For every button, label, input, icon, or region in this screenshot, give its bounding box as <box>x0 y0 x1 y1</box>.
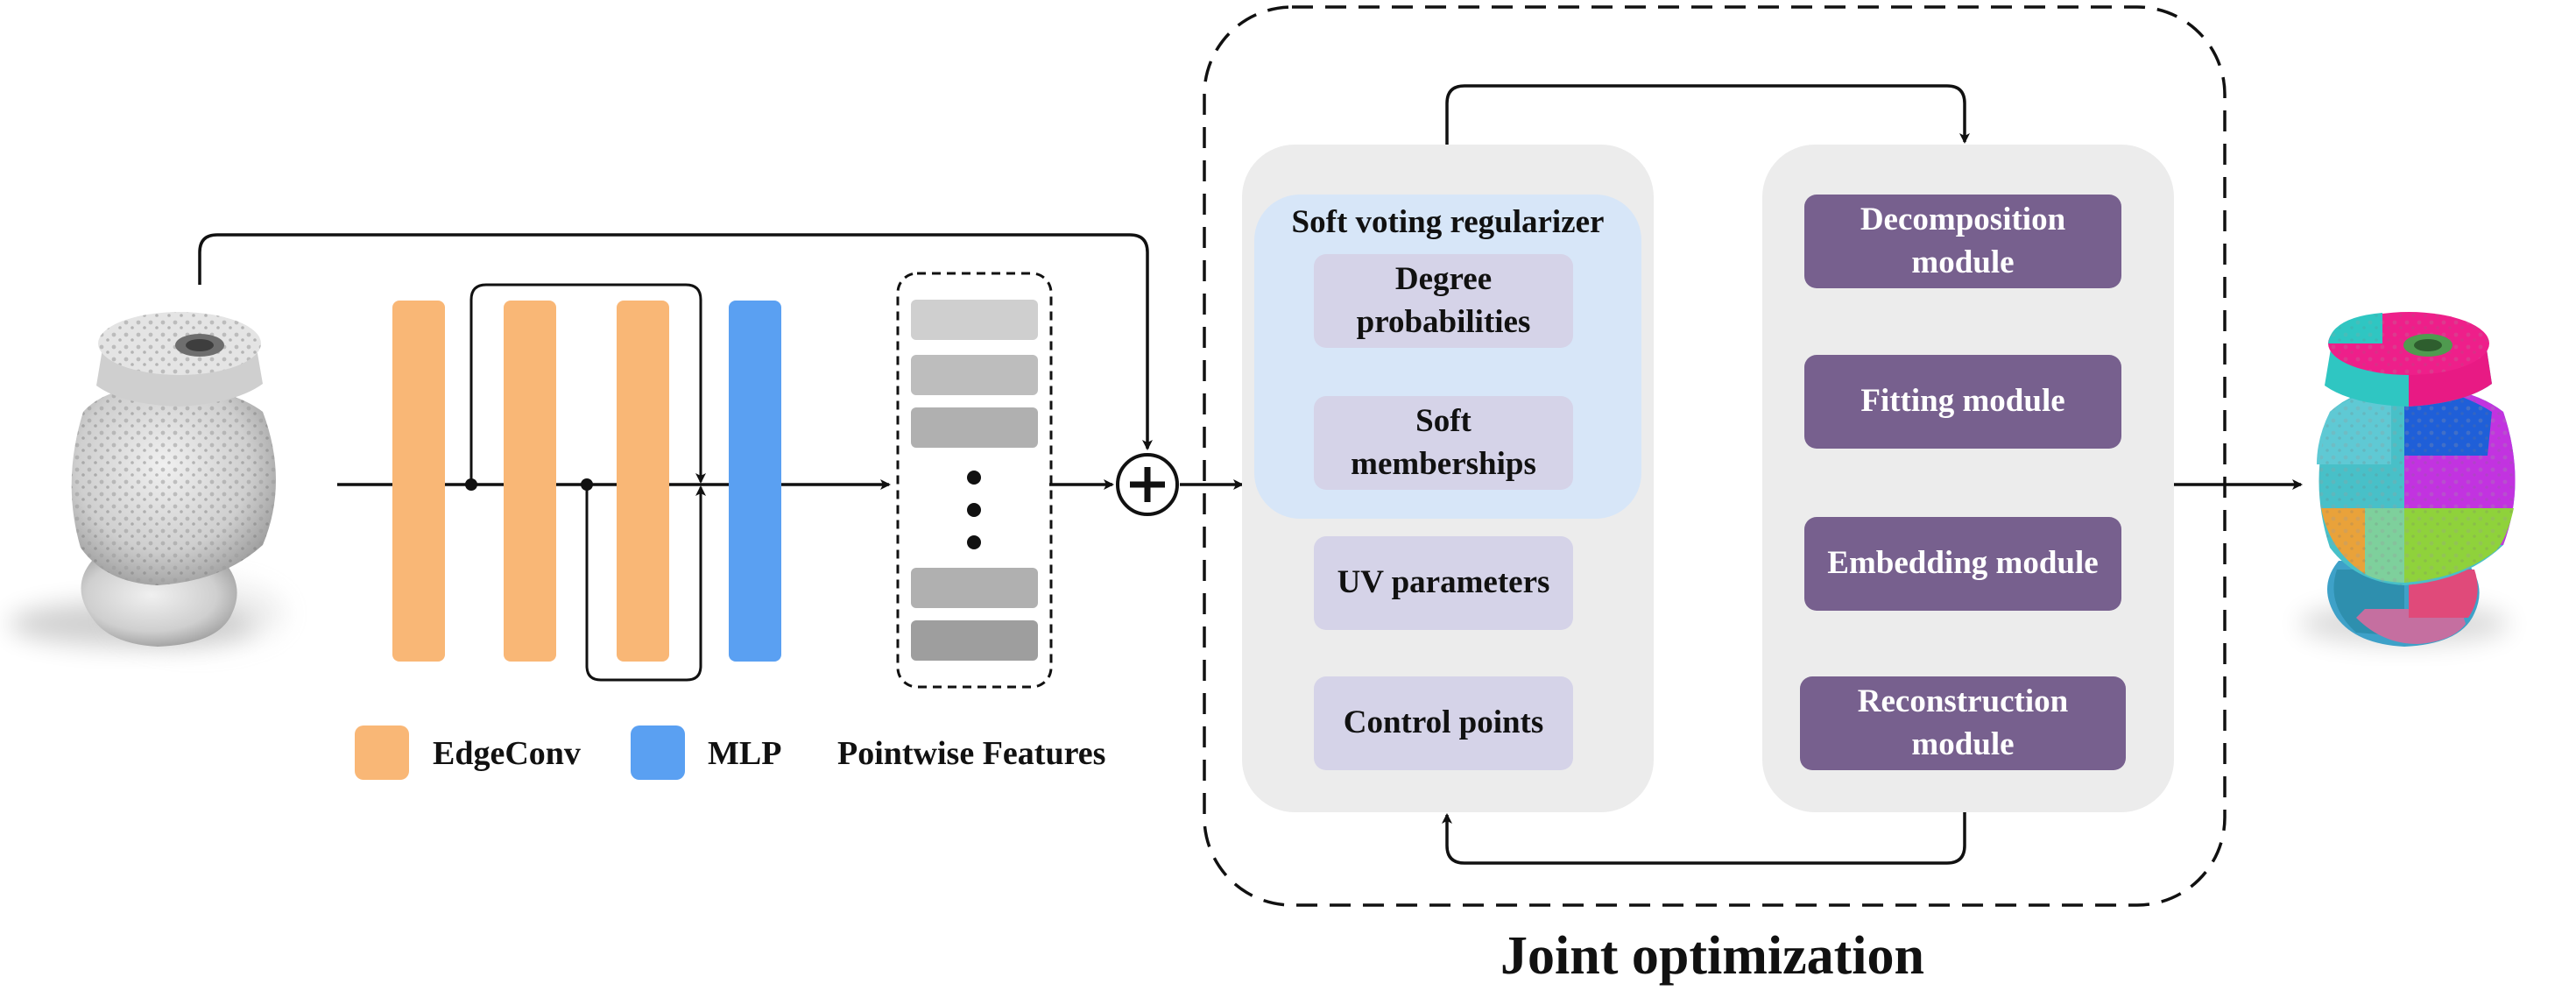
reconstruction-module-box <box>1800 676 2126 770</box>
degree-probabilities-box <box>1314 254 1573 348</box>
fitting-module-label: Fitting module <box>1860 383 2065 420</box>
legend-edgeconv-label: EdgeConv <box>433 735 581 772</box>
branch-dot-2 <box>581 478 593 491</box>
edgeconv-layer-2 <box>504 301 556 662</box>
ellipsis-dot <box>967 535 981 549</box>
legend-edgeconv-swatch <box>355 725 409 780</box>
fitting-module-box <box>1804 355 2121 449</box>
modules-to-params-arrow <box>1442 812 1966 865</box>
soft-memberships-box <box>1314 396 1573 490</box>
soft-voting-regularizer-title: Soft voting regularizer <box>1291 203 1605 240</box>
feature-row <box>911 620 1038 661</box>
joint-optimization-boundary <box>1203 5 2227 907</box>
feature-row <box>911 355 1038 395</box>
feature-row <box>911 568 1038 608</box>
ellipsis-dot <box>967 471 981 485</box>
edgeconv-layer-1 <box>392 301 445 662</box>
circled-plus-icon <box>1116 453 1179 516</box>
params-to-modules-arrow <box>1445 84 1970 145</box>
control-points-box <box>1314 676 1573 770</box>
feature-row <box>911 300 1038 340</box>
pointwise-features-stack <box>896 272 1053 689</box>
uv-parameters-box <box>1314 536 1573 630</box>
joint-optimization-title: Joint optimization <box>1500 926 1924 987</box>
branch-dot-1 <box>465 478 477 491</box>
feature-row <box>911 407 1038 448</box>
output-segmented-point-cloud <box>2299 312 2516 647</box>
embedding-module-box <box>1804 517 2121 611</box>
modules-panel <box>1762 145 2174 812</box>
soft-memberships-label: Soft memberships <box>1351 402 1536 482</box>
ellipsis-dot <box>967 503 981 517</box>
reconstruction-module-label: Reconstruction module <box>1857 683 2069 762</box>
degree-probabilities-label: Degree probabilities <box>1356 260 1531 340</box>
legend-mlp-label: MLP <box>708 735 782 772</box>
skip-connection-arrow <box>198 233 1153 450</box>
edgeconv-layer-3 <box>617 301 669 662</box>
residual-connection-2 <box>585 485 706 682</box>
control-points-label: Control points <box>1343 704 1544 741</box>
uv-parameters-label: UV parameters <box>1337 564 1550 601</box>
decomposition-module-box <box>1804 195 2121 288</box>
mlp-layer <box>729 301 781 662</box>
input-point-cloud <box>9 312 285 648</box>
decomposition-module-label: Decomposition module <box>1860 201 2066 280</box>
embedding-module-label: Embedding module <box>1827 545 2099 582</box>
legend-mlp-swatch <box>631 725 685 780</box>
residual-connection-1 <box>469 283 706 485</box>
legend-pointwise-features-label: Pointwise Features <box>837 735 1106 772</box>
